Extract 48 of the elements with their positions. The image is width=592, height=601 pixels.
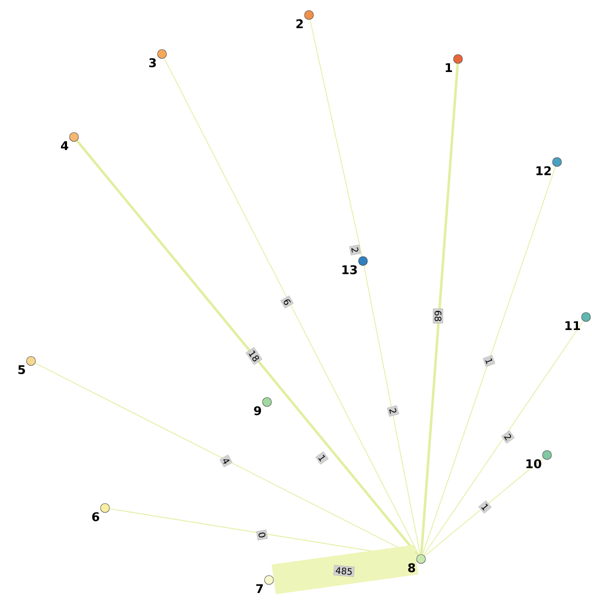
node-circle [157,49,167,59]
edge-label: 4 [219,454,233,468]
edge-label: 485 [333,565,355,577]
edge-line [423,320,584,556]
node-circle [581,312,591,322]
node-number: 6 [92,512,100,522]
edge-label: 1 [478,500,492,514]
edge-label: 18 [246,347,262,365]
edge-label: 68 [432,308,444,324]
node-number: 11 [565,321,580,330]
edge-line [422,166,556,555]
node-number: 12 [536,166,551,176]
node-circle [264,575,274,585]
node-number: 3 [149,58,156,68]
edge-label: 2 [349,244,361,256]
edge-line [310,19,362,257]
node-circle [416,554,426,564]
node-number: 13 [342,265,357,274]
edge-line [164,58,420,556]
node-circle [453,54,463,64]
node-number: 2 [296,19,303,28]
node-number: 8 [408,563,416,572]
edge-line [34,362,418,558]
edge-label: 6 [280,296,294,308]
node-number: 10 [526,459,542,468]
node-number: 9 [254,406,262,416]
edge-label: 1 [482,355,496,367]
node-circle [26,356,36,366]
node-circle [542,450,552,460]
node-circle [358,256,368,266]
node-circle [100,503,110,513]
edge-line [420,64,459,554]
edge-label: 2 [501,430,515,444]
band [272,544,418,594]
edge-line [76,140,419,556]
edge-line [364,265,420,555]
edge-line [424,458,544,556]
edge-label: 0 [256,530,268,540]
node-circle [262,397,272,407]
node-number: 4 [60,141,68,150]
edge-label: 2 [387,405,399,417]
node-circle [552,157,562,167]
node-number: 1 [446,63,452,72]
node-number: 7 [256,584,263,593]
line-label: 1 [315,451,329,465]
node-circle [69,132,79,142]
node-number: 5 [18,365,25,374]
node-circle [304,10,314,20]
